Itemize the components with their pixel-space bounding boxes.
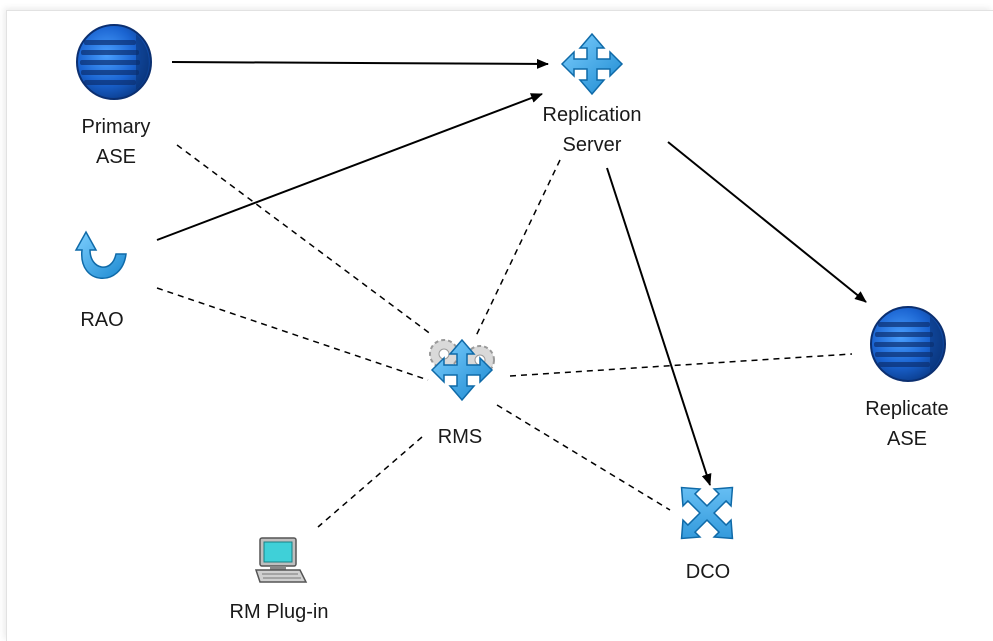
- replication-server-label-line2: Server: [562, 134, 622, 156]
- replicate-ase-label: Replicate ASE: [845, 394, 969, 454]
- rao-label: RAO: [62, 305, 142, 335]
- edge-primary-to-replication: [171, 58, 549, 69]
- edge-replication-to-rms: [474, 159, 561, 339]
- edge-rao-to-replication: [156, 93, 543, 241]
- replication-server-label: Replication Server: [522, 100, 662, 160]
- edge-replication-to-dco: [606, 167, 712, 486]
- replicate-ase-label-line2: ASE: [886, 428, 928, 450]
- edge-rms-to-dco: [496, 404, 671, 511]
- rms-gears-arrows-icon[interactable]: [429, 338, 495, 402]
- edge-replication-to-replicate: [667, 141, 867, 303]
- rao-label-text: RAO: [80, 309, 124, 331]
- rm-plugin-label: RM Plug-in: [206, 597, 352, 627]
- rm-plugin-label-text: RM Plug-in: [229, 601, 329, 623]
- rms-label: RMS: [420, 422, 500, 452]
- primary-ase-label: Primary ASE: [64, 112, 168, 172]
- primary-ase-database-icon[interactable]: [76, 24, 152, 100]
- rm-plugin-computer-icon[interactable]: [254, 537, 308, 583]
- edge-rao-to-rms: [156, 287, 429, 381]
- dco-label-text: DCO: [685, 561, 731, 583]
- replicate-ase-label-line1: Replicate: [865, 398, 949, 420]
- primary-ase-label-line2: ASE: [95, 146, 137, 168]
- edge-primary-to-rms: [176, 144, 433, 336]
- edge-rms-to-replicate: [509, 353, 853, 377]
- dco-label: DCO: [666, 557, 750, 587]
- rao-curved-arrow-icon[interactable]: [74, 230, 127, 279]
- edge-rms-to-plugin: [317, 436, 423, 528]
- rms-label-text: RMS: [437, 426, 483, 448]
- replicate-ase-database-icon[interactable]: [870, 306, 946, 382]
- replication-server-arrows-icon[interactable]: [560, 32, 624, 96]
- primary-ase-label-line1: Primary: [81, 116, 151, 138]
- replication-server-label-line1: Replication: [542, 104, 642, 126]
- dco-x-arrows-icon[interactable]: [656, 462, 758, 564]
